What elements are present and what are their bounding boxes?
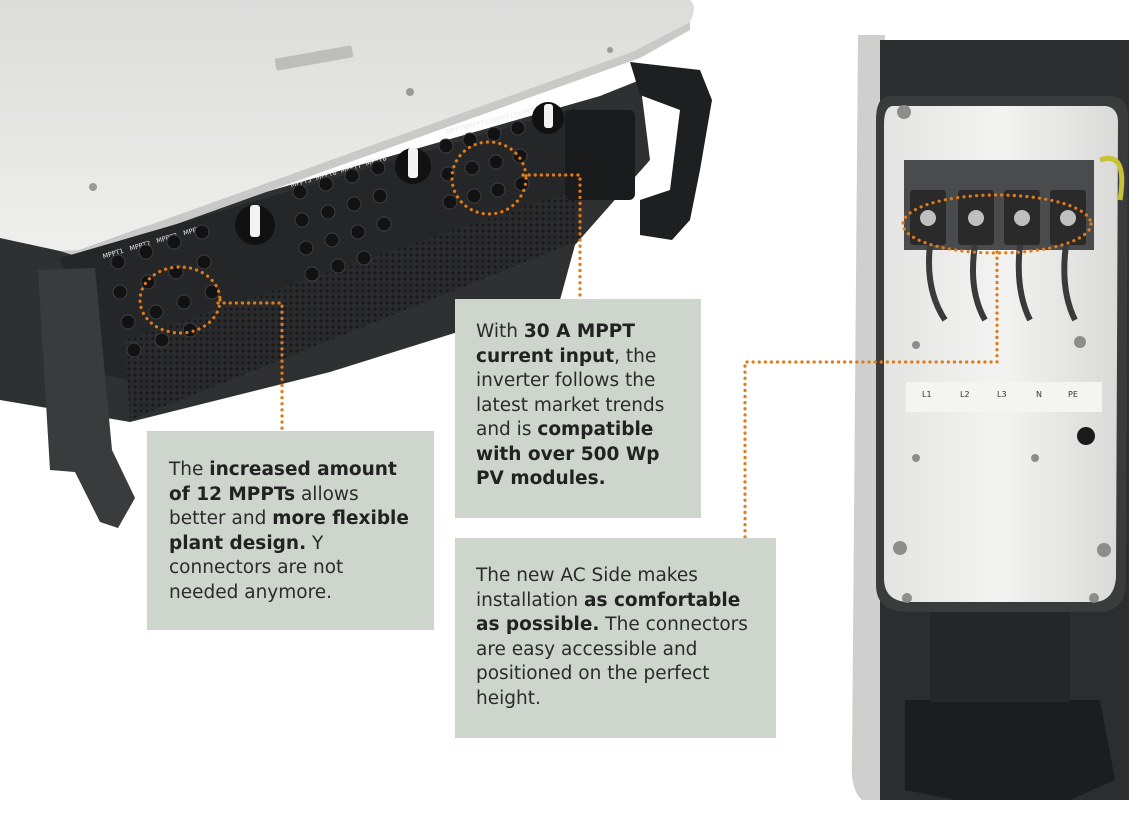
callout-text: With (476, 321, 524, 342)
ac-gland-block (565, 110, 635, 200)
string-inverter: MPPT1 MPPT2 MPPT3 MPPT4 MPPT5 MPPT6 MPPT… (0, 0, 712, 528)
callout-text: The (169, 459, 210, 480)
callout-mppt-current: With 30 A MPPT current input, the invert… (455, 299, 701, 518)
ac-terminal-highlight-ring (901, 193, 1093, 255)
vent-grille (125, 190, 580, 420)
callout-text: The new AC Side makes installation (476, 565, 698, 611)
callout-text: allows better and (169, 483, 359, 530)
dc-switch-3 (532, 102, 564, 134)
callout-mppt-design: The increased amount of 12 MPPTs allows … (147, 431, 434, 630)
side-handle (630, 62, 712, 240)
callout-bold: compatible with over 500 Wp PV modules. (476, 419, 660, 489)
ac-side-unit: L1 L2 L3 N PE (851, 35, 1129, 800)
terminal-label: N (1036, 390, 1042, 399)
terminal-label: L2 (960, 390, 970, 399)
mounting-foot-left (38, 268, 135, 528)
terminal-labels: L1 L2 L3 N PE (922, 390, 1078, 399)
terminal-label: PE (1068, 390, 1078, 399)
callout-text: Y connectors are not needed anymore. (169, 532, 344, 603)
brand-plate (274, 45, 354, 71)
callout-bold: as comfortable as possible. (476, 589, 741, 636)
dc-switch-2 (395, 148, 431, 184)
callout-text: The connectors are easy accessible and p… (476, 614, 748, 709)
dc-switch-1 (235, 205, 275, 245)
callout-bold: increased amount of 12 MPPTs (169, 459, 397, 505)
terminal-label: L1 (922, 390, 932, 399)
current-highlight-ring (450, 140, 528, 216)
ac-terminal-block (910, 190, 1086, 245)
leader-current (521, 173, 582, 301)
callout-bold: 30 A MPPT current input (476, 321, 635, 367)
terminal-label: L3 (997, 390, 1007, 399)
callout-bold: more flexible plant design. (169, 508, 409, 554)
mppt-highlight-ring (138, 265, 222, 335)
leader-lines (216, 173, 999, 540)
leader-ac (743, 250, 999, 540)
callout-text: , the inverter follows the latest market… (476, 345, 665, 441)
dc-connectors (110, 120, 530, 358)
callout-ac-side: The new AC Side makes installation as co… (455, 538, 776, 738)
